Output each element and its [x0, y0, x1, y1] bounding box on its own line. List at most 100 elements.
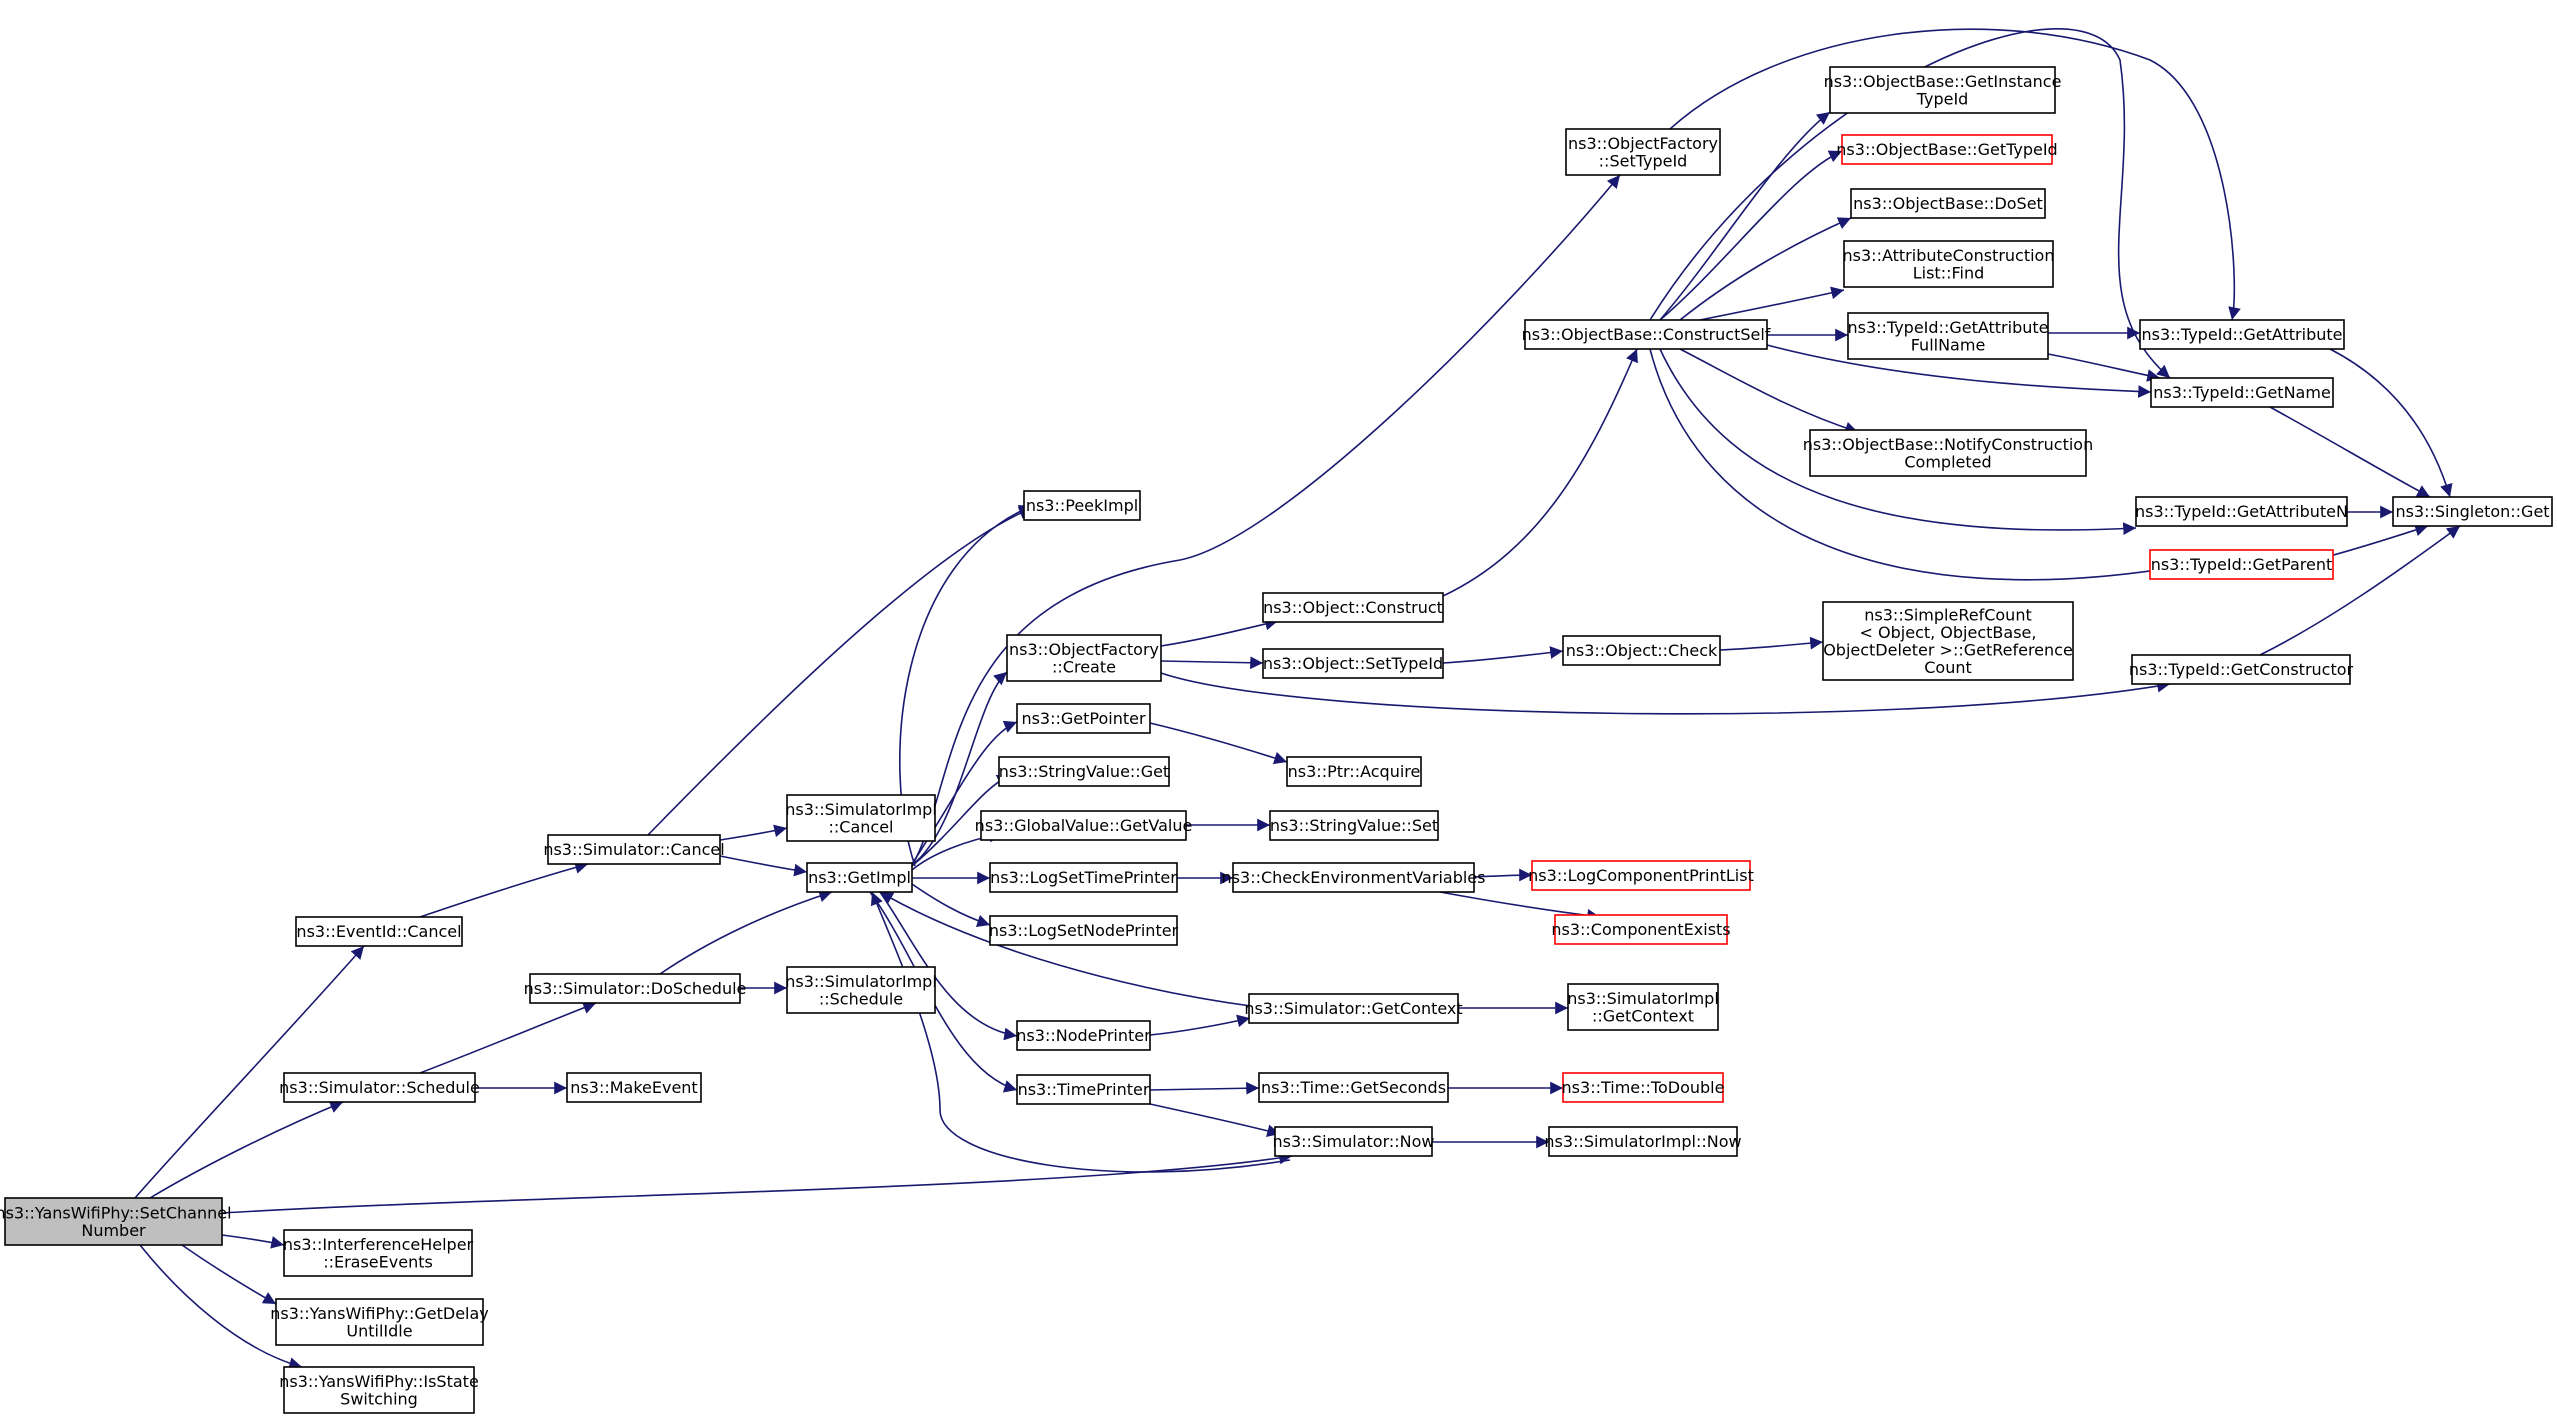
- node-box: [786, 794, 936, 842]
- node-timeprinter[interactable]: ns3::TimePrinter: [1016, 1074, 1151, 1105]
- node-simplerefcount[interactable]: ns3::SimpleRefCount< Object, ObjectBase,…: [1822, 601, 2074, 681]
- node-logsettime[interactable]: ns3::LogSetTimePrinter: [989, 862, 1178, 893]
- node-compexists[interactable]: ns3::ComponentExists: [1551, 914, 1731, 945]
- node-obj_settypeid[interactable]: ns3::Object::SetTypeId: [1262, 648, 1444, 679]
- node-label: ns3::ObjectBase::ConstructSelf: [1522, 325, 1771, 344]
- node-getimpl[interactable]: ns3::GetImpl: [806, 862, 913, 893]
- node-box: [295, 916, 463, 947]
- call-edge-timeprinter-to-time_getseconds: [1149, 1081, 1260, 1095]
- call-edge-getpointer-to-ptr_acquire: [1149, 722, 1288, 765]
- node-sim_getcontext[interactable]: ns3::Simulator::GetContext: [1244, 993, 1463, 1024]
- node-gv_getvalue[interactable]: ns3::GlobalValue::GetValue: [975, 810, 1193, 841]
- node-label: ns3::GlobalValue::GetValue: [975, 816, 1193, 835]
- node-tid_getname[interactable]: ns3::TypeId::GetName: [2150, 377, 2334, 408]
- call-edge-root-to-sim_schedule: [149, 1100, 344, 1199]
- node-singleton_get[interactable]: ns3::Singleton::Get: [2392, 496, 2553, 527]
- call-edges: [134, 28, 2461, 1370]
- call-edge-checkenv-to-logcompprint: [1473, 868, 1533, 882]
- node-tid_getparent[interactable]: ns3::TypeId::GetParent: [2149, 549, 2334, 580]
- call-edge-getimpl-to-timeprinter: [869, 891, 1018, 1093]
- node-label: ns3::TypeId::GetName: [2153, 383, 2331, 402]
- node-label: ns3::Object::Check: [1566, 641, 1718, 660]
- node-box: [275, 1298, 484, 1346]
- node-box: [1258, 1072, 1449, 1103]
- node-ptr_acquire[interactable]: ns3::Ptr::Acquire: [1286, 756, 1422, 787]
- node-label: ns3::Simulator::Now: [1273, 1132, 1435, 1151]
- node-logcompprint[interactable]: ns3::LogComponentPrintList: [1528, 860, 1754, 891]
- node-label: ::EraseEvents: [323, 1252, 433, 1271]
- call-edge-of_create-to-obj_construct: [1160, 617, 1279, 647]
- node-ob_notify[interactable]: ns3::ObjectBase::NotifyConstructionCompl…: [1803, 429, 2093, 477]
- node-box: [1016, 1020, 1151, 1051]
- node-label: ns3::TypeId::GetConstructor: [2129, 660, 2354, 679]
- node-label: ns3::ObjectBase::GetInstance: [1824, 72, 2062, 91]
- node-label: ::GetContext: [1592, 1006, 1694, 1025]
- node-obj_construct[interactable]: ns3::Object::Construct: [1262, 592, 1444, 623]
- node-box: [2149, 549, 2334, 580]
- node-label: ns3::SimulatorImpl::Now: [1544, 1132, 1741, 1151]
- node-box: [547, 834, 721, 865]
- node-label: ns3::Time::ToDouble: [1562, 1078, 1725, 1097]
- node-tid_getattribute[interactable]: ns3::TypeId::GetAttribute: [2139, 319, 2345, 350]
- node-checkenv[interactable]: ns3::CheckEnvironmentVariables: [1222, 862, 1486, 893]
- node-box: [283, 1072, 476, 1103]
- node-obj_check[interactable]: ns3::Object::Check: [1562, 635, 1721, 666]
- node-box: [1562, 1072, 1724, 1103]
- node-peekimpl[interactable]: ns3::PeekImpl: [1023, 490, 1141, 521]
- node-tid_getattrn[interactable]: ns3::TypeId::GetAttributeN: [2135, 496, 2348, 527]
- node-eventid_cancel[interactable]: ns3::EventId::Cancel: [295, 916, 463, 947]
- node-simimpl_now[interactable]: ns3::SimulatorImpl::Now: [1544, 1126, 1742, 1157]
- node-label: ns3::Simulator::Schedule: [279, 1078, 480, 1097]
- node-box: [1567, 983, 1719, 1031]
- call-edge-tid_getname-to-singleton_get: [2269, 406, 2431, 498]
- node-label: ns3::GetImpl: [808, 868, 911, 887]
- node-nodeprinter[interactable]: ns3::NodePrinter: [1016, 1020, 1151, 1051]
- node-box: [1847, 312, 2049, 360]
- node-sim_schedule[interactable]: ns3::Simulator::Schedule: [279, 1072, 480, 1103]
- node-sv_set[interactable]: ns3::StringValue::Set: [1269, 810, 1439, 841]
- node-box: [2139, 319, 2345, 350]
- node-sim_doschedule[interactable]: ns3::Simulator::DoSchedule: [524, 973, 747, 1004]
- node-box: [1023, 490, 1141, 521]
- node-ob_gettypeid[interactable]: ns3::ObjectBase::GetTypeId: [1836, 134, 2058, 165]
- node-box: [566, 1072, 702, 1103]
- node-label: ns3::Object::SetTypeId: [1263, 654, 1443, 673]
- node-simimpl_cancel[interactable]: ns3::SimulatorImpl::Cancel: [785, 794, 937, 842]
- node-label: ns3::TypeId::GetAttributeN: [2135, 502, 2348, 521]
- node-box: [1850, 188, 2046, 219]
- node-tid_getconstructor[interactable]: ns3::TypeId::GetConstructor: [2129, 654, 2354, 685]
- call-edge-tid_getattrfull-to-tid_getname: [2047, 353, 2161, 382]
- node-label: ns3::StringValue::Get: [999, 762, 1169, 781]
- node-label: Switching: [340, 1389, 418, 1408]
- node-make_event[interactable]: ns3::MakeEvent: [566, 1072, 702, 1103]
- node-box: [4, 1197, 223, 1246]
- node-of_create[interactable]: ns3::ObjectFactory::Create: [1006, 634, 1162, 682]
- node-box: [2135, 496, 2348, 527]
- call-edge-sim_getcontext-to-getimpl: [879, 891, 1259, 1008]
- node-box: [1809, 429, 2087, 477]
- node-simimpl_getcontext[interactable]: ns3::SimulatorImpl::GetContext: [1567, 983, 1719, 1031]
- node-ob_constructself[interactable]: ns3::ObjectBase::ConstructSelf: [1522, 319, 1771, 350]
- node-ob_doset[interactable]: ns3::ObjectBase::DoSet: [1850, 188, 2046, 219]
- node-box: [786, 966, 936, 1014]
- node-getpointer[interactable]: ns3::GetPointer: [1016, 703, 1151, 734]
- node-box: [1841, 134, 2053, 165]
- node-time_todouble[interactable]: ns3::Time::ToDouble: [1562, 1072, 1725, 1103]
- node-of_settypeid[interactable]: ns3::ObjectFactory::SetTypeId: [1565, 128, 1721, 176]
- node-sim_now[interactable]: ns3::Simulator::Now: [1273, 1126, 1435, 1157]
- node-logsetnode[interactable]: ns3::LogSetNodePrinter: [989, 915, 1179, 946]
- node-label: ns3::SimulatorImpl: [785, 972, 937, 991]
- node-sim_cancel[interactable]: ns3::Simulator::Cancel: [543, 834, 725, 865]
- node-time_getseconds[interactable]: ns3::Time::GetSeconds: [1258, 1072, 1449, 1103]
- node-box: [1843, 240, 2054, 288]
- node-erase_events[interactable]: ns3::InterferenceHelper::EraseEvents: [283, 1229, 474, 1277]
- node-box: [1248, 993, 1459, 1024]
- node-simimpl_schedule[interactable]: ns3::SimulatorImpl::Schedule: [785, 966, 937, 1014]
- node-sv_get[interactable]: ns3::StringValue::Get: [998, 756, 1170, 787]
